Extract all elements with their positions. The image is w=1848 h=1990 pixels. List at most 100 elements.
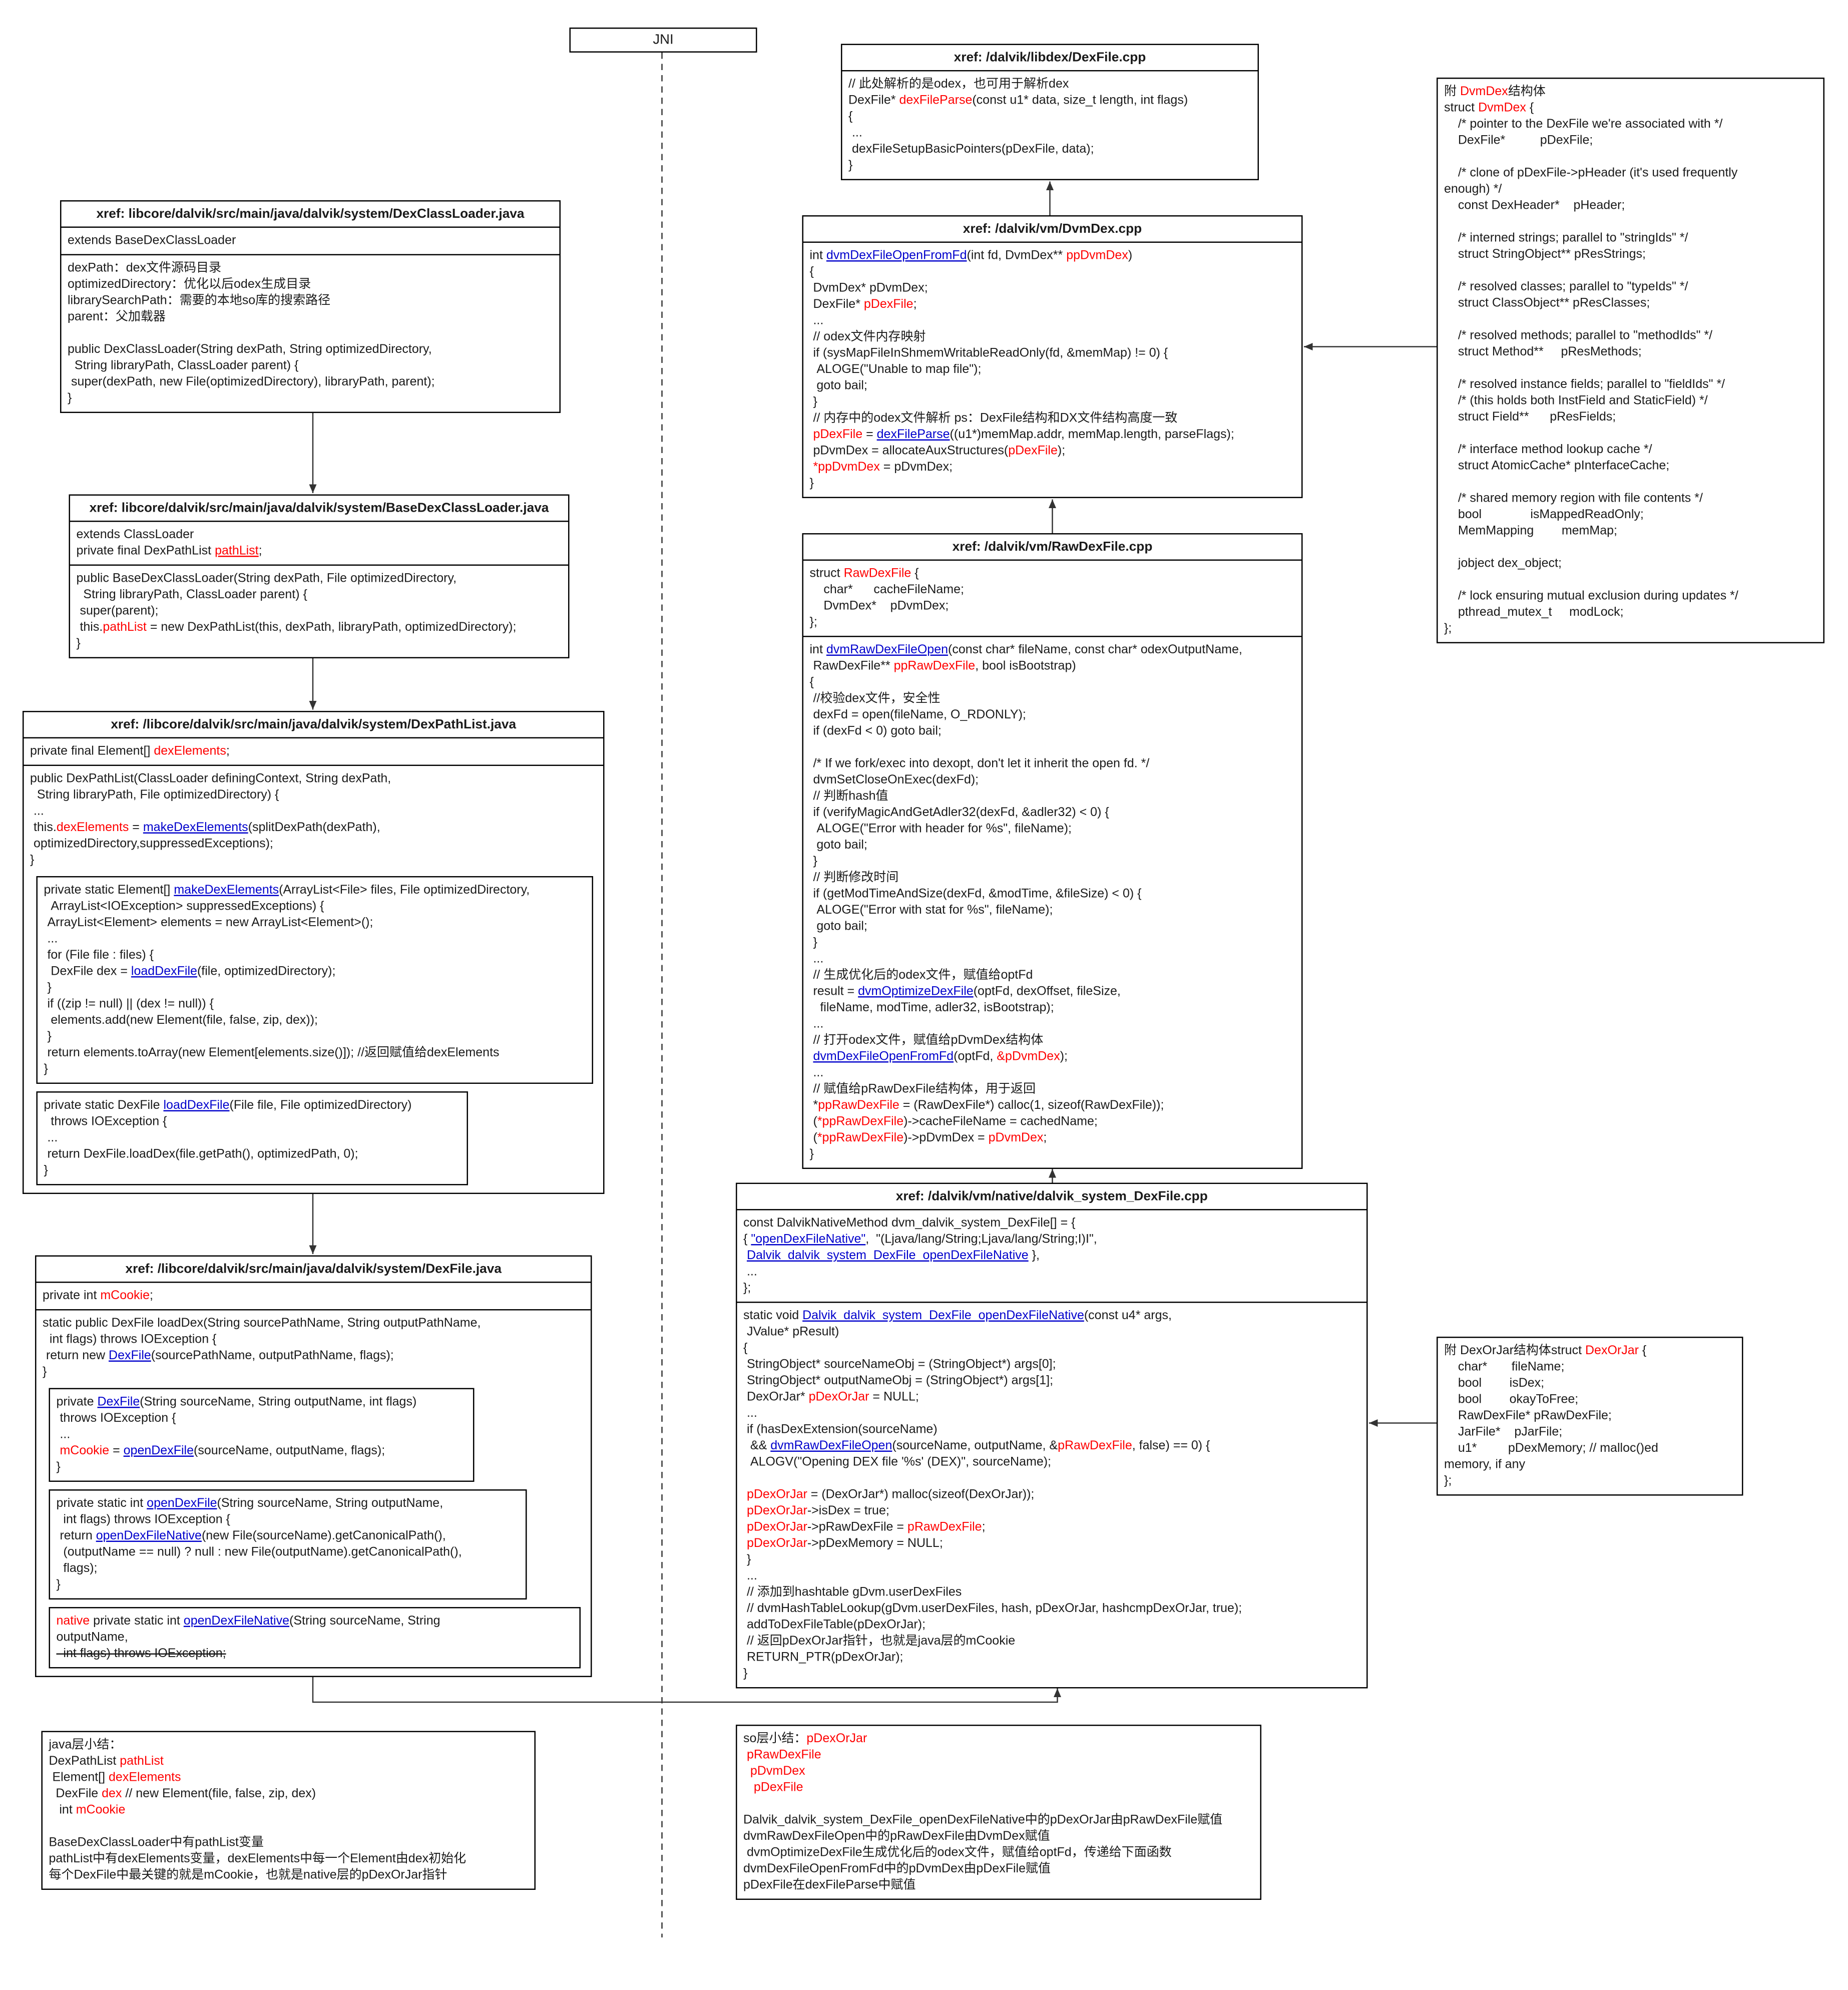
code-line: 附 DvmDex结构体	[1444, 85, 1546, 99]
code-line: DexFile* dexFileParse(const u1* data, si…	[848, 94, 1188, 108]
code-line: }	[809, 1147, 814, 1162]
code-section-body: public BaseDexClassLoader(String dexPath…	[70, 564, 568, 657]
code-line: struct DvmDex {	[1444, 101, 1534, 116]
box-dalvik-system-dexfile-cpp: xref: /dalvik/vm/native/dalvik_system_De…	[736, 1182, 1368, 1689]
code-line: }	[76, 637, 81, 651]
code-line: DexFile dex // new Element(file, false, …	[49, 1787, 316, 1801]
code-line: String libraryPath, ClassLoader parent) …	[76, 588, 307, 602]
code-line: ...	[743, 1569, 757, 1583]
box-dexpathlist-java: xref: /libcore/dalvik/src/main/java/dalv…	[23, 711, 605, 1194]
code-line: /* If we fork/exec into dexopt, don't le…	[809, 757, 1150, 771]
code-line: StringObject* outputNameObj = (StringObj…	[743, 1374, 1054, 1388]
code-line: if ((zip != null) || (dex != null)) {	[44, 997, 214, 1012]
code-line: static public DexFile loadDex(String sou…	[43, 1317, 481, 1331]
code-line: }	[68, 391, 72, 406]
code-line: /* resolved classes; parallel to "typeId…	[1444, 280, 1688, 294]
code-line: DvmDex* pDvmDex;	[809, 281, 928, 296]
code-line: *ppRawDexFile = (RawDexFile*) calloc(1, …	[809, 1099, 1164, 1113]
code-line: extends BaseDexClassLoader	[68, 234, 236, 248]
code-line: char* cacheFileName;	[809, 583, 964, 597]
code-line: DvmDex* pDvmDex;	[809, 599, 949, 614]
code-line: ...	[30, 805, 44, 819]
code-line: struct Method** pResMethods;	[1444, 345, 1642, 359]
box-title-dexclassloader: xref: libcore/dalvik/src/main/java/dalvi…	[61, 202, 560, 228]
code-line: };	[1444, 622, 1452, 636]
code-line: // 判断hash值	[809, 789, 888, 804]
code-line	[1444, 360, 1817, 377]
inner-box-loaddexfile: private static DexFile loadDexFile(File …	[36, 1091, 468, 1185]
inner-box-makedexelements: private static Element[] makeDexElements…	[36, 876, 593, 1084]
code-line: bool okayToFree;	[1444, 1393, 1579, 1407]
code-line: public BaseDexClassLoader(String dexPath…	[76, 572, 457, 586]
code-line: fileName, modTime, adler32, isBootstrap)…	[809, 1001, 1054, 1015]
code-line: private final DexPathList pathList;	[76, 544, 262, 559]
code-line: StringObject* sourceNameObj = (StringObj…	[743, 1358, 1056, 1372]
code-line: DexPathList pathList	[49, 1755, 164, 1769]
box-basedexclassloader-java: xref: libcore/dalvik/src/main/java/dalvi…	[69, 494, 570, 658]
box-libdex-dexfile-cpp: xref: /dalvik/libdex/DexFile.cpp // 此处解析…	[841, 44, 1259, 180]
box-title-rawdexfile-cpp: xref: /dalvik/vm/RawDexFile.cpp	[803, 535, 1301, 561]
code-line: ALOGV("Opening DEX file '%s' (DEX)", sou…	[743, 1455, 1052, 1470]
code-line: result = dvmOptimizeDexFile(optFd, dexOf…	[809, 985, 1121, 999]
code-line: };	[1444, 1474, 1452, 1488]
code-line: librarySearchPath：需要的本地so库的搜索路径	[68, 294, 331, 308]
code-line: ALOGE("Error with header for %s", fileNa…	[809, 822, 1072, 837]
code-line: }	[44, 981, 52, 995]
code-line: if (dexFd < 0) goto bail;	[809, 724, 942, 739]
code-line: pDexFile在dexFileParse中赋值	[743, 1878, 916, 1893]
code-line: parent：父加载器	[68, 310, 166, 324]
code-line	[1444, 263, 1817, 279]
code-line: this.dexElements = makeDexElements(split…	[30, 821, 380, 835]
code-line: }	[44, 1030, 52, 1044]
code-line: pDvmDex = allocateAuxStructures(pDexFile…	[809, 444, 1066, 459]
code-line: goto bail;	[809, 379, 867, 393]
code-line: ArrayList<Element> elements = new ArrayL…	[44, 916, 373, 930]
code-line: DexOrJar* pDexOrJar = NULL;	[743, 1390, 919, 1405]
code-line: }	[30, 854, 35, 868]
code-line: for (File file : files) {	[44, 949, 154, 963]
box-title-dalvik-system: xref: /dalvik/vm/native/dalvik_system_De…	[737, 1184, 1366, 1211]
code-line: { "openDexFileNative", "(Ljava/lang/Stri…	[743, 1233, 1097, 1247]
code-section-loaddex: static public DexFile loadDex(String sou…	[36, 1309, 591, 1386]
code-line: JarFile* pJarFile;	[1444, 1425, 1563, 1440]
code-line: }	[56, 1578, 61, 1593]
code-line: MemMapping memMap;	[1444, 524, 1617, 539]
code-line: {	[809, 676, 814, 690]
code-line: };	[743, 1282, 751, 1296]
code-line: // dvmHashTableLookup(gDvm.userDexFiles,…	[743, 1602, 1242, 1616]
code-line: public DexPathList(ClassLoader definingC…	[30, 772, 391, 786]
code-line: int flags) throws IOException {	[43, 1333, 217, 1347]
code-line: optimizedDirectory,suppressedExceptions)…	[30, 837, 273, 852]
code-section-dvmrawdexfileopen: int dvmRawDexFileOpen(const char* fileNa…	[803, 636, 1301, 1168]
code-line: 每个DexFile中最关键的就是mCookie，也就是native层的pDexO…	[49, 1868, 447, 1883]
code-line: //校验dex文件，安全性	[809, 692, 941, 706]
code-line: *ppDvmDex = pDvmDex;	[813, 461, 953, 475]
code-line: if (sysMapFileInShmemWritableReadOnly(fd…	[809, 346, 1168, 361]
box-dexorjar-struct: 附 DexOrJar结构体struct DexOrJar { char* fil…	[1437, 1337, 1743, 1496]
code-line: struct StringObject** pResStrings;	[1444, 248, 1646, 262]
code-line: pDvmDex	[743, 1765, 805, 1779]
code-line: (*ppRawDexFile)->pDvmDex = pDvmDex;	[809, 1131, 1047, 1145]
code-line: Dalvik_dalvik_system_DexFile_openDexFile…	[743, 1813, 1223, 1828]
code-line: ...	[809, 1066, 824, 1080]
code-line: Element[] dexElements	[49, 1771, 181, 1785]
inner-box-opendexfile: private static int openDexFile(String so…	[49, 1489, 527, 1600]
box-title-dexfile-java: xref: /libcore/dalvik/src/main/java/dalv…	[36, 1257, 591, 1283]
code-line: elements.add(new Element(file, false, zi…	[44, 1014, 318, 1028]
code-line: ...	[809, 314, 824, 328]
code-line: private static int openDexFile(String so…	[56, 1497, 443, 1511]
code-line: dvmDexFileOpenFromFd(optFd, &pDvmDex);	[813, 1050, 1068, 1064]
code-line: char* fileName;	[1444, 1360, 1565, 1375]
code-line: return DexFile.loadDex(file.getPath(), o…	[44, 1147, 358, 1162]
code-line: static void Dalvik_dalvik_system_DexFile…	[743, 1309, 1172, 1323]
box-so-summary: so层小结：pDexOrJar pRawDexFile pDvmDex pDex…	[736, 1725, 1261, 1900]
code-line: };	[809, 616, 817, 630]
code-line: int mCookie	[49, 1803, 126, 1818]
code-line: int dvmDexFileOpenFromFd(int fd, DvmDex*…	[809, 249, 1133, 263]
code-line: throws IOException {	[44, 1115, 167, 1129]
code-line: goto bail;	[809, 920, 867, 934]
code-line: // 返回pDexOrJar指针，也就是java层的mCookie	[743, 1635, 1016, 1649]
code-line: u1* pDexMemory; // malloc()ed	[1444, 1442, 1658, 1456]
